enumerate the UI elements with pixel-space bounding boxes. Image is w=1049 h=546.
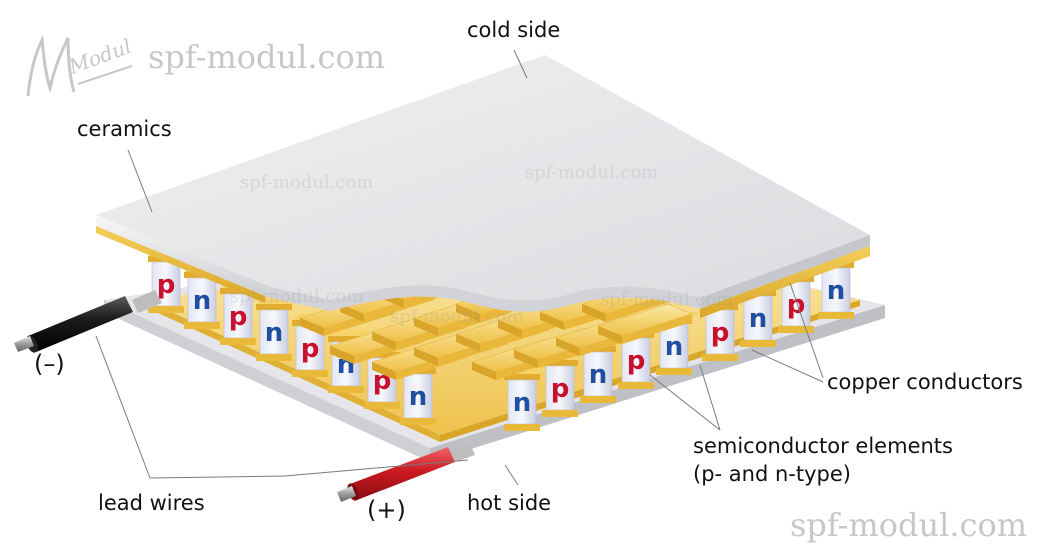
logo-text: Modul: [65, 34, 135, 79]
label-copper-conductors: copper conductors: [827, 370, 1023, 394]
n-letter: n: [265, 318, 284, 348]
p-type-element: p: [542, 354, 586, 417]
leader-lead-wire-positive: [284, 459, 469, 477]
watermark-text: spf-modul.com: [240, 172, 373, 193]
leader-hot-side: [504, 464, 519, 486]
watermark-text: spf-modul.com: [525, 162, 658, 183]
leader-copper-lower: [751, 349, 824, 383]
watermark-text: spf-modul.com: [230, 286, 363, 307]
p-letter: p: [787, 290, 806, 320]
n-letter: n: [665, 332, 684, 362]
label-hot-side: hot side: [467, 491, 552, 515]
label-negative-terminal: (–): [34, 350, 65, 378]
p-letter: p: [301, 334, 320, 364]
label-cold-side: cold side: [467, 18, 561, 42]
n-type-element: n: [656, 312, 700, 375]
watermark-text: spf-modul.com: [390, 306, 523, 327]
p-letter: p: [627, 346, 646, 376]
negative-lead-wire: [14, 290, 162, 353]
n-letter: n: [749, 304, 768, 334]
watermark-top: spf-modul.com: [148, 38, 386, 76]
label-ceramics: ceramics: [77, 117, 172, 141]
n-letter: n: [513, 388, 532, 418]
n-type-element: n: [256, 298, 300, 361]
p-letter: p: [551, 374, 570, 404]
watermark-text: spf-modul.com: [600, 289, 733, 310]
top-ceramic-plate: [96, 55, 870, 318]
leader-copper-upper: [789, 282, 824, 379]
watermark-bottom: spf-modul.com: [790, 506, 1028, 544]
label-semiconductor-elements: semiconductor elements: [693, 434, 953, 458]
p-letter: p: [711, 318, 730, 348]
label-positive-terminal: (+): [367, 496, 406, 524]
copper-bar: [597, 303, 693, 344]
label-lead-wires: lead wires: [98, 491, 205, 515]
p-letter: p: [229, 302, 248, 332]
leader-semiconductor-2: [699, 364, 721, 431]
n-letter: n: [589, 360, 608, 390]
label-semiconductor-type: (p- and n-type): [693, 462, 851, 486]
p-letter: p: [157, 270, 176, 300]
leader-ceramics: [127, 149, 153, 213]
n-letter: n: [409, 382, 428, 412]
positive-lead-wire: [337, 443, 475, 502]
n-letter: n: [827, 276, 846, 306]
leader-lines: [95, 49, 824, 486]
leader-cold-side: [513, 49, 528, 79]
p-type-element: p: [148, 250, 192, 313]
n-letter: n: [193, 286, 212, 316]
inner-watermarks: spf-modul.com spf-modul.com spf-modul.co…: [230, 162, 733, 327]
modul-logo-watermark: Modul: [26, 34, 135, 97]
leader-lead-wire-negative: [95, 335, 286, 479]
leader-semiconductor-1: [649, 374, 721, 431]
